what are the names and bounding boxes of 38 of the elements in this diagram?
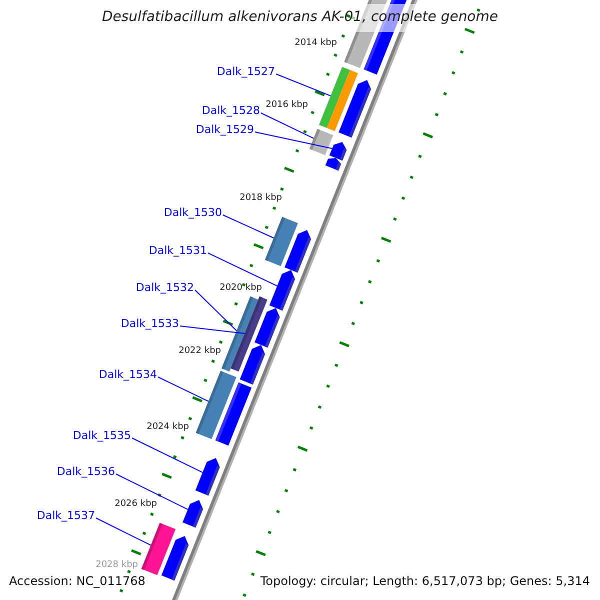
- gene-label: Dalk_1536: [56, 466, 115, 477]
- leader-line: [276, 74, 332, 96]
- accession-text: Accession: NC_011768: [9, 575, 146, 587]
- leader-line: [116, 474, 188, 510]
- leader-line: [158, 376, 209, 402]
- tick-label: 2014 kbp: [294, 39, 337, 48]
- tick-label: 2016 kbp: [266, 101, 308, 110]
- leader-line: [222, 214, 274, 238]
- gene-label: Dalk_1534: [98, 369, 157, 380]
- tick-label: 2022 kbp: [178, 347, 221, 356]
- gene-label: Dalk_1532: [136, 282, 194, 293]
- leader-line: [260, 112, 314, 139]
- tick-label: 2026 kbp: [114, 500, 157, 509]
- genome-stats-text: Topology: circular; Length: 6,517,073 bp; Genes: 5,314: [260, 575, 590, 587]
- map-title: Desulfatibacillum alkenivorans AK-01, complete genome: [100, 10, 500, 24]
- leader-line: [132, 438, 204, 473]
- leader-line: [208, 252, 278, 286]
- leader-line: [254, 132, 333, 150]
- gene-feature: [309, 128, 334, 156]
- gene-label: Dalk_1530: [164, 207, 222, 218]
- gene-label: Dalk_1531: [148, 245, 207, 256]
- gene-label: Dalk_1535: [72, 430, 131, 441]
- gene-label: Dalk_1533: [120, 318, 179, 329]
- gene-label: Dalk_1528: [202, 105, 260, 116]
- gene-feature: [318, 66, 358, 132]
- leader-line: [180, 326, 246, 334]
- leader-line: [194, 290, 238, 332]
- gene-feature: [195, 458, 220, 496]
- gene-label: Dalk_1537: [36, 510, 95, 521]
- gene-feature: [269, 270, 295, 311]
- tick-label: 2020 kbp: [220, 284, 262, 293]
- gene-feature: [230, 296, 268, 372]
- gene-feature: [182, 500, 203, 528]
- gene-label: Dalk_1527: [216, 66, 275, 77]
- gene-label: Dalk_1529: [196, 124, 254, 135]
- leader-line: [96, 518, 152, 546]
- gene-feature: [329, 142, 347, 161]
- tick-label: 2018 kbp: [240, 194, 282, 203]
